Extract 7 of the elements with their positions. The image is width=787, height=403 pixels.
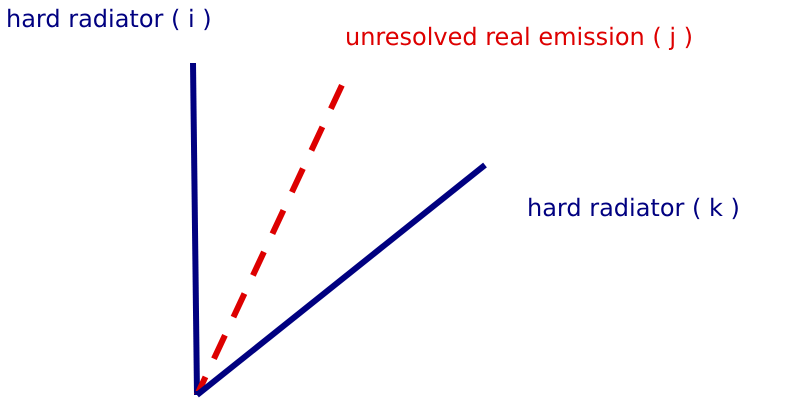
line-label: hard radiator ( k ) [527, 193, 740, 223]
line-label: unresolved real emission ( j ) [345, 22, 693, 52]
dashed-line [194, 84, 345, 396]
line [195, 162, 487, 398]
line-label: hard radiator ( i ) [6, 4, 212, 34]
vertex-point [195, 391, 199, 395]
line [190, 62, 200, 396]
